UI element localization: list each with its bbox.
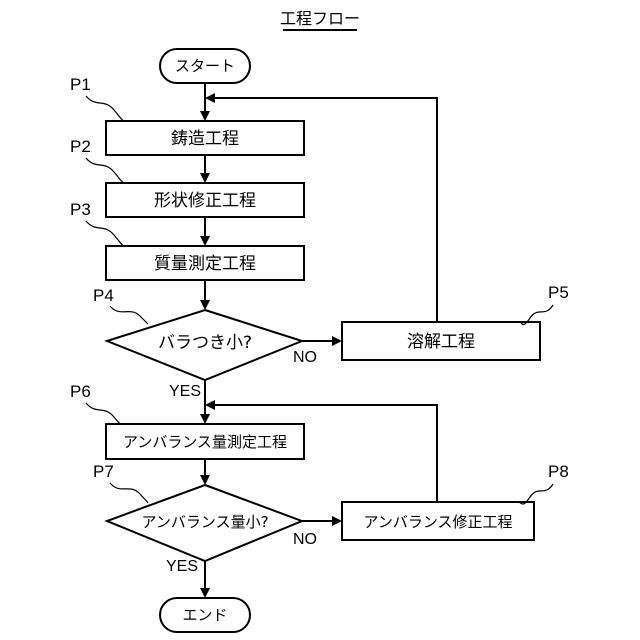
arrowhead-loop-p6 [205,400,215,410]
ref-p2-label: P2 [70,137,91,156]
ref-p4: P4 [93,286,148,324]
ref-p8: P8 [518,462,569,504]
ref-p7: P7 [93,462,148,503]
decision-p4-label: バラつき小? [158,333,252,353]
process-p3-label: 質量測定工程 [154,254,256,274]
ref-p7-leader [110,483,148,503]
arrowhead-into-p3 [200,236,210,246]
arrowhead-into-p6 [200,414,210,424]
process-p2: 形状修正工程 [106,183,304,217]
p4-yes-label: YES [169,383,201,400]
ref-p1-label: P1 [70,75,91,94]
end-node: エンド [160,598,250,632]
process-p1-label: 鋳造工程 [171,129,239,149]
p7-yes-label: YES [166,558,198,575]
ref-p6-leader [86,403,124,424]
ref-p3-label: P3 [70,200,91,219]
process-p8: アンバランス修正工程 [342,502,534,540]
ref-p6-label: P6 [70,382,91,401]
arrowhead-into-p8 [332,516,342,526]
ref-p4-leader [110,306,148,324]
arrowhead-into-end [200,588,210,598]
process-p6-label: アンバランス量測定工程 [123,433,287,451]
start-label: スタート [175,57,235,75]
process-p1: 鋳造工程 [106,121,304,155]
arrowhead-into-p2 [200,173,210,183]
end-label: エンド [182,606,227,624]
p4-no-label: NO [293,349,317,366]
ref-p1: P1 [70,75,124,121]
arrowhead-into-p5 [332,336,342,346]
ref-p6: P6 [70,382,124,424]
decision-p7: アンバランス量小? [107,485,302,561]
process-p8-label: アンバランス修正工程 [363,513,512,531]
ref-p7-label: P7 [93,462,114,481]
arrowhead-loop-p1 [205,93,215,103]
decision-p7-label: アンバランス量小? [141,513,268,531]
ref-p3-leader [86,221,124,246]
p7-no-label: NO [293,531,317,548]
process-p6: アンバランス量測定工程 [106,424,304,459]
decision-p4: バラつき小? [107,310,302,380]
ref-p5: P5 [520,283,569,325]
process-p5: 溶解工程 [342,322,540,360]
arrowhead-into-p1 [200,111,210,121]
start-node: スタート [160,49,250,83]
ref-p1-leader [86,96,124,121]
ref-p4-label: P4 [93,286,114,305]
ref-p2-leader [86,158,124,183]
process-p2-label: 形状修正工程 [154,191,256,211]
chart-title: 工程フロー [280,9,360,28]
ref-p8-label: P8 [548,462,569,481]
process-p3: 質量測定工程 [106,246,304,280]
ref-p5-label: P5 [548,283,569,302]
arrowhead-into-p7 [200,475,210,485]
process-p5-label: 溶解工程 [407,332,475,352]
arrowhead-into-p4 [200,300,210,310]
